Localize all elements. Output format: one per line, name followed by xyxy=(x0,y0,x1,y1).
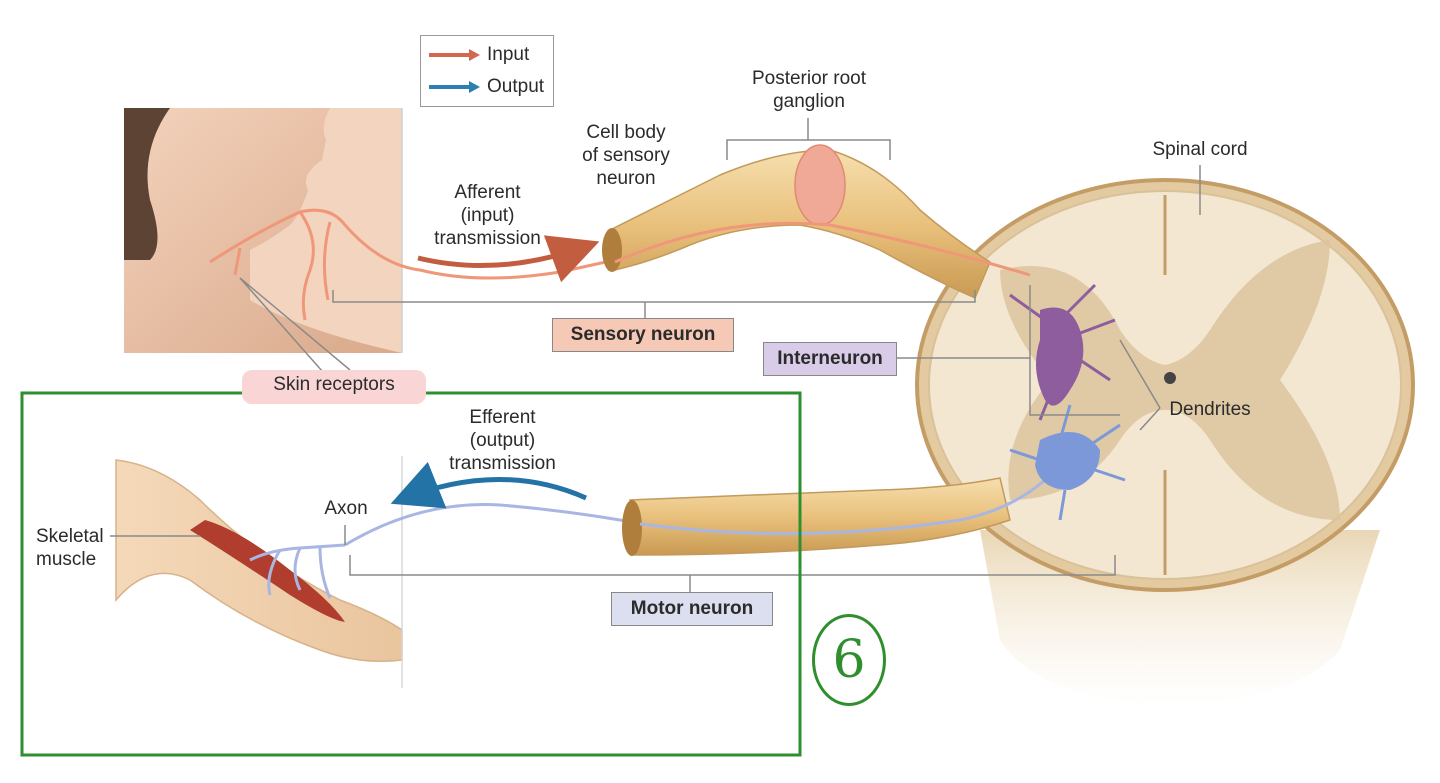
label-axon: Axon xyxy=(324,498,368,519)
interneuron-cell xyxy=(1009,283,1116,421)
motor-nerve-root xyxy=(622,477,1046,556)
label-cell-body: Cell body of sensory neuron xyxy=(582,122,670,189)
efferent-arrow xyxy=(390,461,588,509)
sensory-neuron-label: Sensory neuron xyxy=(552,318,734,352)
legend-output: Output xyxy=(427,74,544,100)
afferent-arrow xyxy=(417,235,600,283)
label-skeletal-muscle: Skeletal muscle xyxy=(36,526,104,570)
leader-lines xyxy=(110,118,1201,592)
label-posterior-root-ganglion: Posterior root ganglion xyxy=(751,68,867,112)
legend-input-label: Input xyxy=(487,44,530,65)
output-arrow-icon xyxy=(429,81,480,93)
label-spinal-cord: Spinal cord xyxy=(1152,139,1248,160)
motor-neuron-cell xyxy=(1009,404,1126,521)
legend-output-label: Output xyxy=(487,76,545,97)
interneuron-label: Interneuron xyxy=(763,342,897,376)
label-dendrites: Dendrites xyxy=(1169,399,1251,420)
skin-nerve-fibers xyxy=(209,208,616,321)
input-arrow-icon xyxy=(429,49,480,61)
label-afferent-transmission: Afferent (input) transmission xyxy=(434,182,541,249)
arm-illustration xyxy=(115,456,404,688)
skin-receptors-label: Skin receptors xyxy=(242,370,426,404)
legend-input: Input xyxy=(427,42,529,68)
handwritten-number-annotation: 6 xyxy=(812,614,886,706)
sensory-nerve-root xyxy=(602,144,1031,299)
spinal-cord-illustration xyxy=(915,178,1415,705)
motor-neuron-label: Motor neuron xyxy=(611,592,773,626)
label-efferent-transmission: Efferent (output) transmission xyxy=(449,407,556,474)
legend: Input Output xyxy=(420,35,554,107)
